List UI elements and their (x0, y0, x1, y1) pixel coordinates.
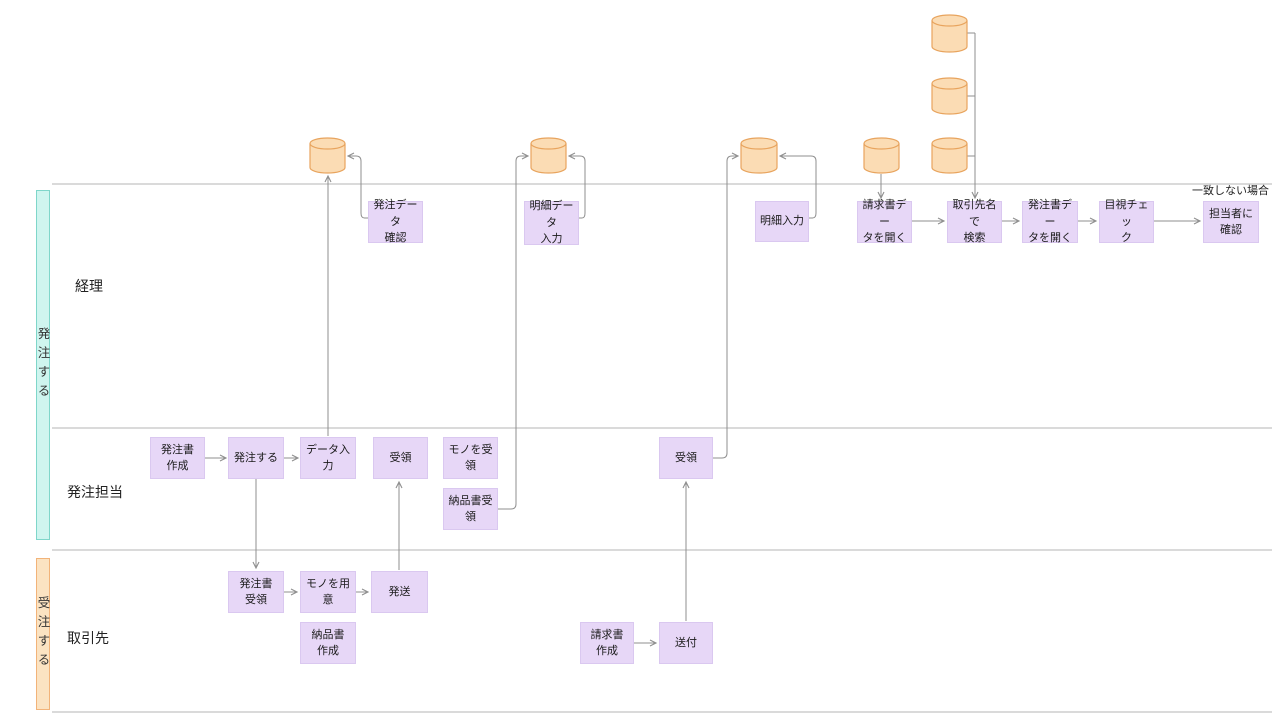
datastore-entry-db (740, 137, 778, 174)
edge-detail-entry-to-entry-db (778, 152, 817, 219)
edge-delivery-note-to-detail-db (498, 152, 530, 510)
datastore-order-db (309, 137, 346, 174)
task-detail-entry: 明細入力 (755, 201, 809, 242)
datastore-archive-db-3 (931, 137, 968, 174)
task-supplier-search: 取引先名で 検索 (947, 199, 1002, 244)
task-invoice-data-open: 請求書デー タを開く (857, 199, 912, 244)
pool-label: 発注する (35, 327, 50, 403)
pool-label: 受注する (35, 596, 50, 672)
datastore-archive-db-1 (931, 14, 968, 53)
task-ship: 発送 (371, 571, 428, 613)
task-delivery-note-create: 納品書 作成 (300, 622, 356, 664)
task-receive-delivery-note: 納品書受領 (443, 488, 498, 530)
task-send: 送付 (659, 622, 713, 664)
edge-receive-2-to-entry-db (713, 152, 740, 459)
task-po-create: 発注書 作成 (150, 437, 205, 479)
task-confirm-with-person: 担当者に 確認 (1203, 201, 1259, 243)
mismatch-case-annotation: 一致しない場合 (1192, 185, 1269, 197)
pool-bar-order-receiving: 受注する (36, 558, 50, 710)
edge-detail-data-entry-to-detail-db (567, 152, 586, 219)
task-order-doc-open: 発注書デー タを開く (1022, 199, 1078, 244)
task-invoice-create: 請求書 作成 (580, 622, 634, 664)
task-receive-1: 受領 (373, 437, 428, 479)
pool-bar-ordering: 発注する (36, 190, 50, 540)
task-order-data-check: 発注データ 確認 (368, 199, 423, 244)
task-receive-2: 受領 (659, 437, 713, 479)
edge-order-data-check-to-order-db (346, 152, 368, 219)
datastore-invoice-db (863, 137, 900, 174)
lane-label-0: 経理 (75, 278, 103, 294)
datastore-detail-db (530, 137, 567, 174)
task-data-entry: データ入力 (300, 437, 356, 479)
task-detail-data-entry: 明細データ 入力 (524, 200, 579, 245)
task-visual-check: 目視チェッ ク (1099, 199, 1154, 244)
datastore-archive-db-2 (931, 77, 968, 115)
task-po-receive: 発注書 受領 (228, 571, 284, 613)
lane-label-1: 発注担当 (67, 484, 123, 500)
task-prepare-goods: モノを用意 (300, 571, 356, 613)
lane-label-2: 取引先 (67, 630, 109, 646)
task-place-order: 発注する (228, 437, 284, 479)
task-receive-goods: モノを受領 (443, 437, 498, 479)
